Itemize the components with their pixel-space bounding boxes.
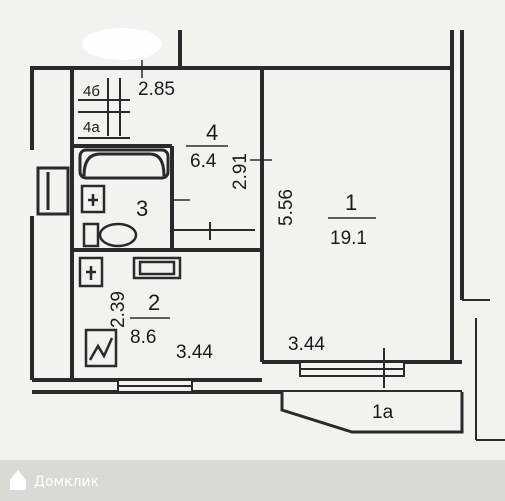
bath-sink [80,184,106,214]
watermark: Домклик [10,470,99,490]
kitchen-counter [132,256,182,280]
room-1-label: 1 [345,190,357,215]
dimension-2-91: 2.91 [230,153,251,190]
room-4a-label: 4a [83,119,100,136]
dimension-2-39: 2.39 [108,291,129,328]
home-icon [10,470,26,490]
footer-strip [0,460,505,501]
dimension-ticks [141,60,272,201]
windows [117,361,405,393]
watermark-text: Домклик [34,474,99,490]
dimension-5-56: 5.56 [276,189,297,226]
storage-markers [78,78,130,139]
room-2-label: 2 [148,290,160,315]
redaction-blur [82,28,162,60]
room-3-label: 3 [136,196,148,221]
kitchen-stove [84,328,118,368]
bath-door [172,222,255,240]
dimension-3-44-right: 3.44 [288,334,325,355]
room-4-label: 4 [206,120,218,145]
room-1a-label: 1a [372,402,394,423]
exterior-right [462,299,505,441]
room-4-area: 6.4 [190,151,217,172]
kitchen-sink [78,256,104,288]
bathtub [78,148,170,180]
dimension-3-44-left: 3.44 [176,342,213,363]
toilet [82,222,138,248]
room-1-area: 19.1 [330,228,367,249]
room-2-area: 8.6 [130,327,156,348]
dimension-2-85: 2.85 [138,79,175,100]
balcony-outline [280,392,464,434]
left-niche [36,166,70,216]
room-4b-label: 4б [83,83,100,100]
